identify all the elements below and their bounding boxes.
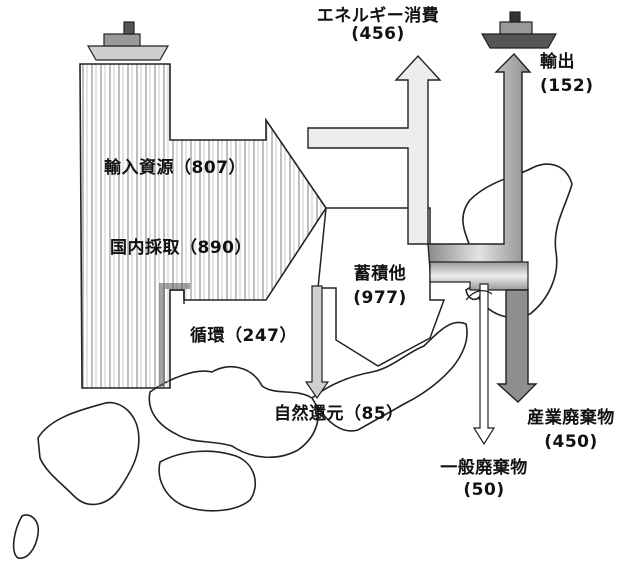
general-waste-arrow [472, 283, 496, 446]
label-exports-value: (152) [540, 76, 594, 96]
input-flow-band [79, 63, 327, 389]
label-general-waste-value: (50) [463, 480, 505, 500]
label-exports: 輸出 [540, 52, 575, 72]
label-industrial-waste-value: (450) [544, 432, 598, 452]
input-flow [79, 63, 327, 389]
island-honshu-west [148, 365, 319, 459]
natural-reduction-arrow [304, 285, 330, 400]
island-honshu-east [310, 321, 468, 432]
label-energy-consumption-value: (456) [351, 24, 405, 44]
label-energy-consumption: エネルギー消費 [316, 6, 440, 26]
label-industrial-waste: 産業廃棄物 [527, 408, 615, 428]
label-natural-reduction: 自然還元（85） [274, 404, 404, 424]
industrial-waste-arrow [496, 289, 538, 403]
label-imported-resources: 輸入資源（807） [104, 158, 246, 178]
waste-return-curve [465, 290, 493, 301]
island-kyushu [37, 401, 140, 506]
label-domestic-extraction: 国内採取（890） [110, 238, 252, 258]
label-general-waste: 一般廃棄物 [440, 458, 528, 478]
label-accumulation-value: (977) [353, 288, 407, 308]
ship-right-icon [480, 11, 558, 49]
label-recycling: 循環（247） [190, 326, 297, 346]
distribution-flow [427, 52, 532, 291]
island-small-sw [12, 514, 40, 559]
ship-left-icon [86, 21, 170, 61]
island-shikoku [158, 450, 257, 512]
label-accumulation: 蓄積他 [353, 264, 407, 284]
recycling-loop [159, 283, 190, 388]
accumulation-block [317, 207, 446, 367]
energy-flow [307, 54, 442, 245]
